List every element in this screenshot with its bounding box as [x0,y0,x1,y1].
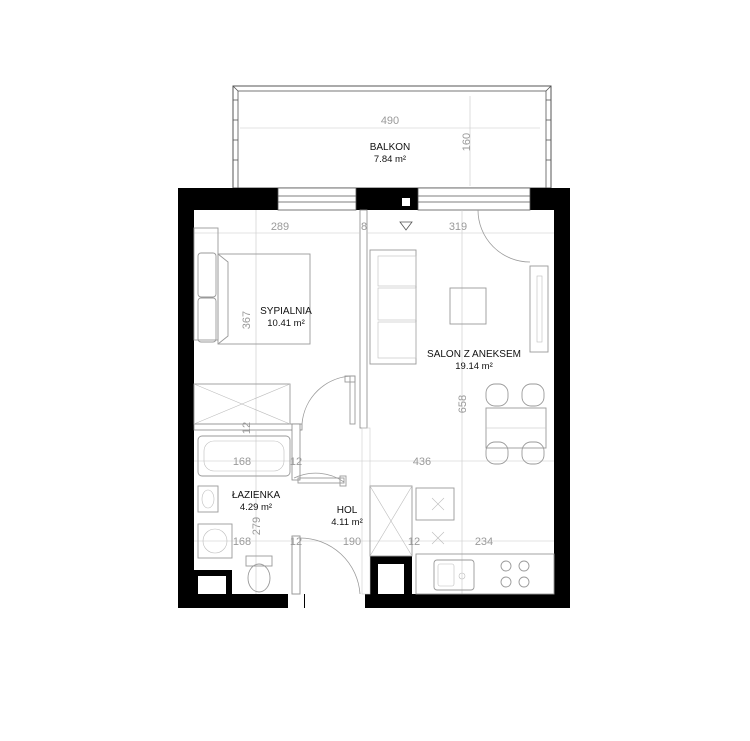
room-area-salon: 19.14 m² [455,361,493,372]
room-area-hol: 4.11 m² [331,517,363,528]
dim-wall-a: 12 [241,422,253,434]
bathroom-door [293,472,347,487]
room-name-salon: SALON Z ANEKSEM [427,349,521,360]
coffee-table [449,287,487,325]
balcony [232,85,552,189]
dim-wall-e: 12 [408,536,420,548]
dim-bath-depth: 279 [251,517,263,535]
dining-set [485,383,547,465]
toilet [245,555,273,593]
washing-machine [197,523,233,559]
dim-kitchen-counter: 234 [475,536,493,548]
room-name-balkon: BALKON [370,142,411,153]
kitchen-counter [369,485,555,595]
windows [277,187,531,231]
sofa [369,249,417,365]
bedroom-door [301,375,356,425]
dimension-lines [194,210,554,594]
room-area-sypialnia: 10.41 m² [267,318,305,329]
dim-wall-d: 8 [361,221,367,233]
dim-bedroom-width: 289 [271,221,289,233]
room-name-lazienka: ŁAZIENKA [232,490,281,501]
balcony-label: BALKON 7.84 m² 490 160 [370,115,473,165]
dim-balcony-width: 490 [381,115,399,127]
entrance-door [291,535,361,595]
dim-salon-width: 319 [449,221,467,233]
dim-hall-width: 190 [343,536,361,548]
bathtub [197,435,291,477]
dim-kitchen-width: 436 [413,456,431,468]
dim-wall-b: 12 [290,456,302,468]
dim-bedroom-depth: 367 [241,311,253,329]
wardrobe [193,383,291,425]
balcony-door [477,209,531,263]
tv-unit [529,265,549,353]
dim-salon-depth: 658 [457,395,469,413]
dim-balcony-depth: 160 [461,133,473,151]
room-name-sypialnia: SYPIALNIA [260,306,312,317]
room-area-balkon: 7.84 m² [374,154,406,165]
bed [193,227,311,345]
room-area-lazienka: 4.29 m² [240,502,272,513]
dim-bath-width-top: 168 [233,456,251,468]
dim-wall-c: 12 [290,536,302,548]
dim-bath-width-bottom: 168 [233,536,251,548]
room-name-hol: HOL [337,505,358,516]
washbasin [197,485,219,513]
